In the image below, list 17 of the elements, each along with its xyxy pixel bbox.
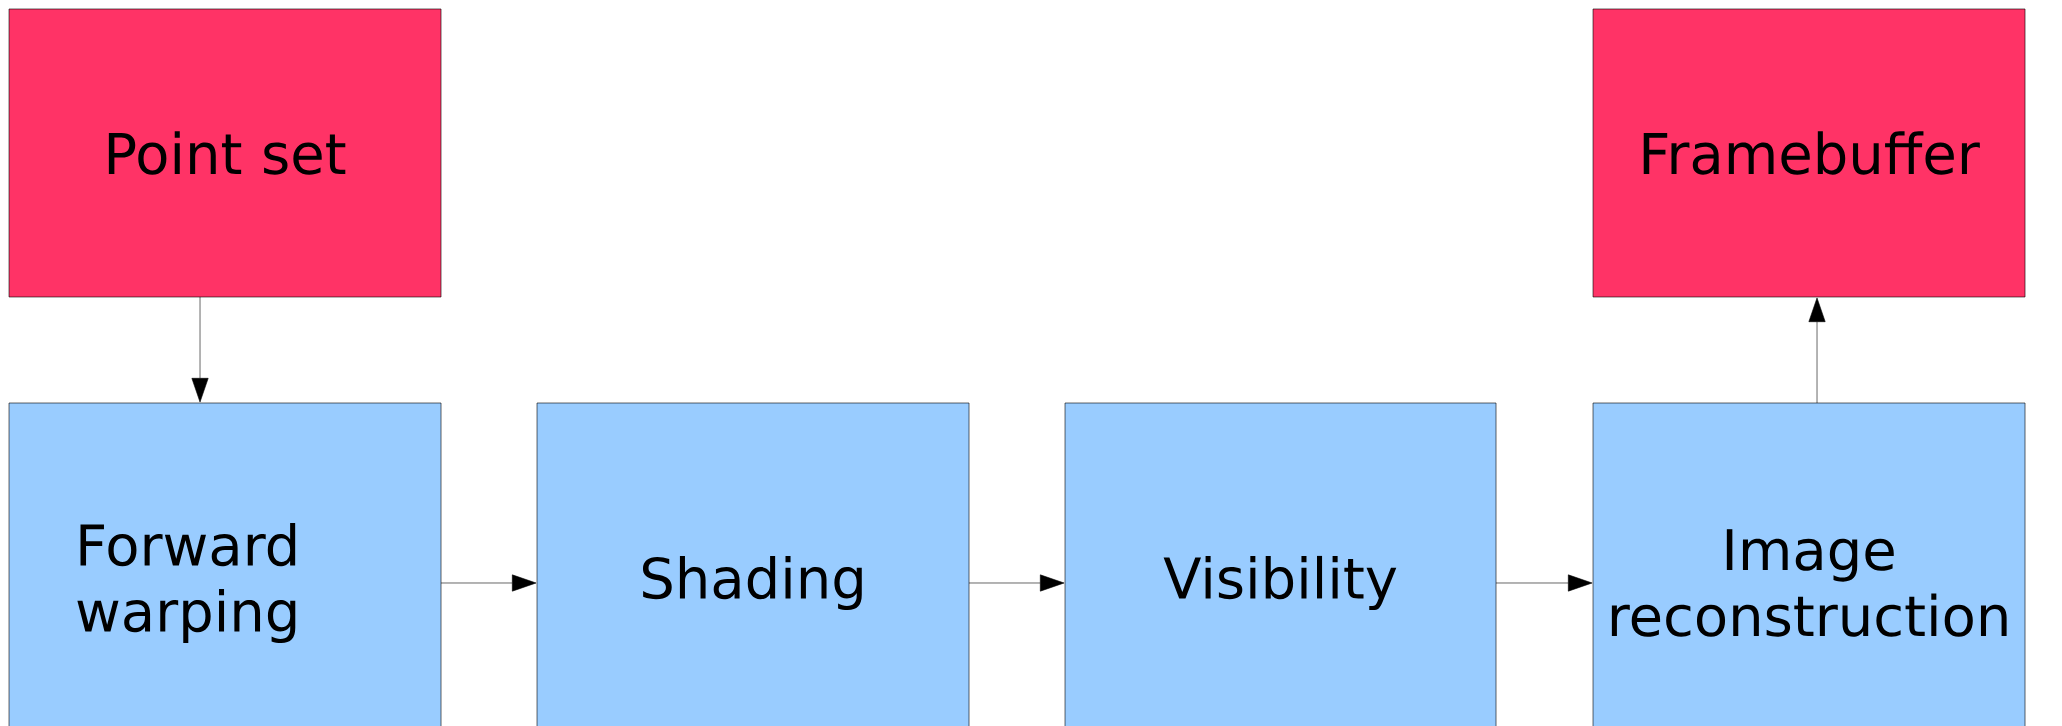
process-box [1592,402,2026,726]
arrow [1495,574,1593,592]
arrow [191,296,209,403]
process-box [1064,402,1497,726]
arrow [1808,297,1826,404]
box-label: Point set [108,131,346,175]
process-box [8,8,442,298]
box-label: Framebuffer [1643,131,1980,175]
arrow [968,574,1065,592]
process-box [8,402,442,726]
process-box [1592,8,2026,298]
box-label: Shading [642,555,862,611]
process-box [536,402,970,726]
box-label: Image reconstruction [1611,529,2007,637]
arrow [440,574,537,592]
box-label: Forward warping [77,522,296,644]
box-label: Visibility [1163,555,1397,611]
